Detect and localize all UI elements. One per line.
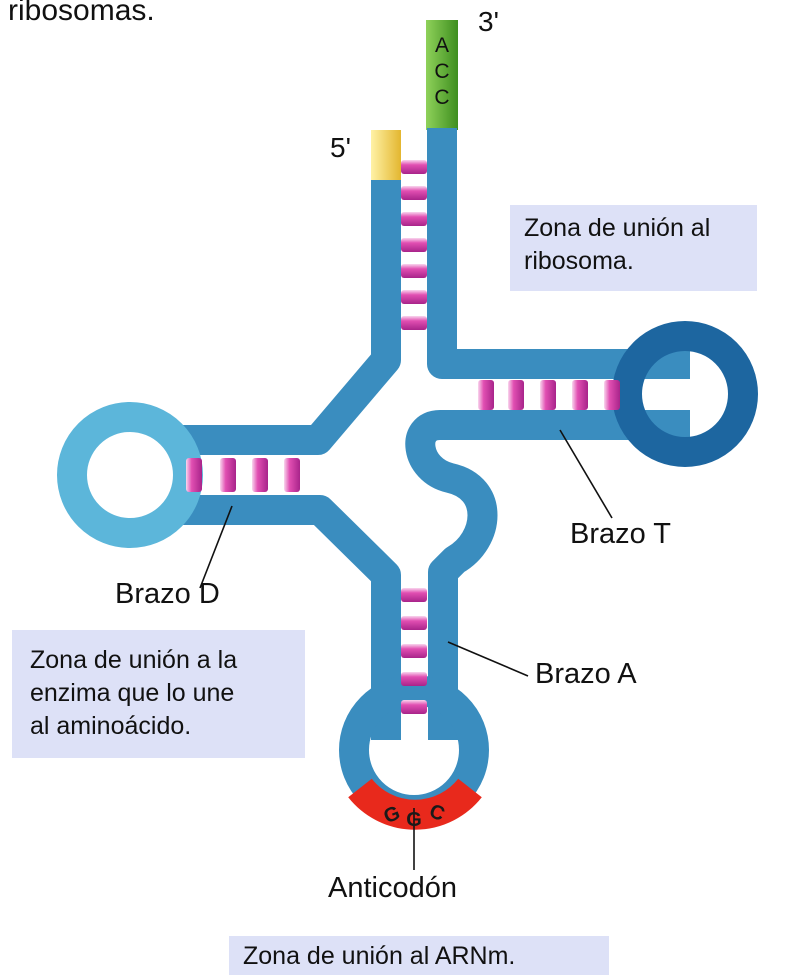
three-prime-label: 3' [478, 6, 499, 37]
ribosome-binding-box: Zona de unión al ribosoma. [510, 205, 757, 291]
anticodon-loop-highlight [348, 778, 482, 830]
t-loop [612, 321, 758, 467]
anticodon-label: Anticodón [328, 872, 457, 904]
leader-lines [199, 429, 613, 870]
intro-fragment: ribosomas. [8, 0, 155, 27]
t-arm-pairs [478, 380, 620, 410]
five-prime-label: 5' [330, 132, 351, 163]
arm-d-label: Brazo D [115, 578, 220, 610]
strand-backbone [180, 128, 690, 740]
three-prime-end [426, 20, 458, 130]
arm-t-label: Brazo T [570, 518, 672, 550]
enzyme-binding-box: Zona de unión a la enzima que lo une al … [12, 630, 305, 758]
acceptor-base-3: C [434, 86, 449, 109]
five-prime-end [371, 130, 401, 182]
d-arm-pairs [186, 458, 300, 492]
leader-arm-a [447, 641, 529, 677]
leader-arm-d [199, 505, 233, 589]
d-loop [57, 402, 203, 548]
arm-a-label: Brazo A [535, 658, 637, 690]
acceptor-stem-pairs [401, 160, 427, 330]
anticodon-arm-pairs [401, 588, 427, 714]
mrna-binding-box: Zona de unión al ARNm. [229, 936, 609, 975]
anticodon-base-2: G [406, 809, 422, 831]
leader-arm-t [559, 429, 613, 519]
acceptor-base-2: C [434, 60, 449, 83]
acceptor-base-1: A [435, 34, 449, 57]
anticodon-base-1: G [381, 802, 404, 828]
